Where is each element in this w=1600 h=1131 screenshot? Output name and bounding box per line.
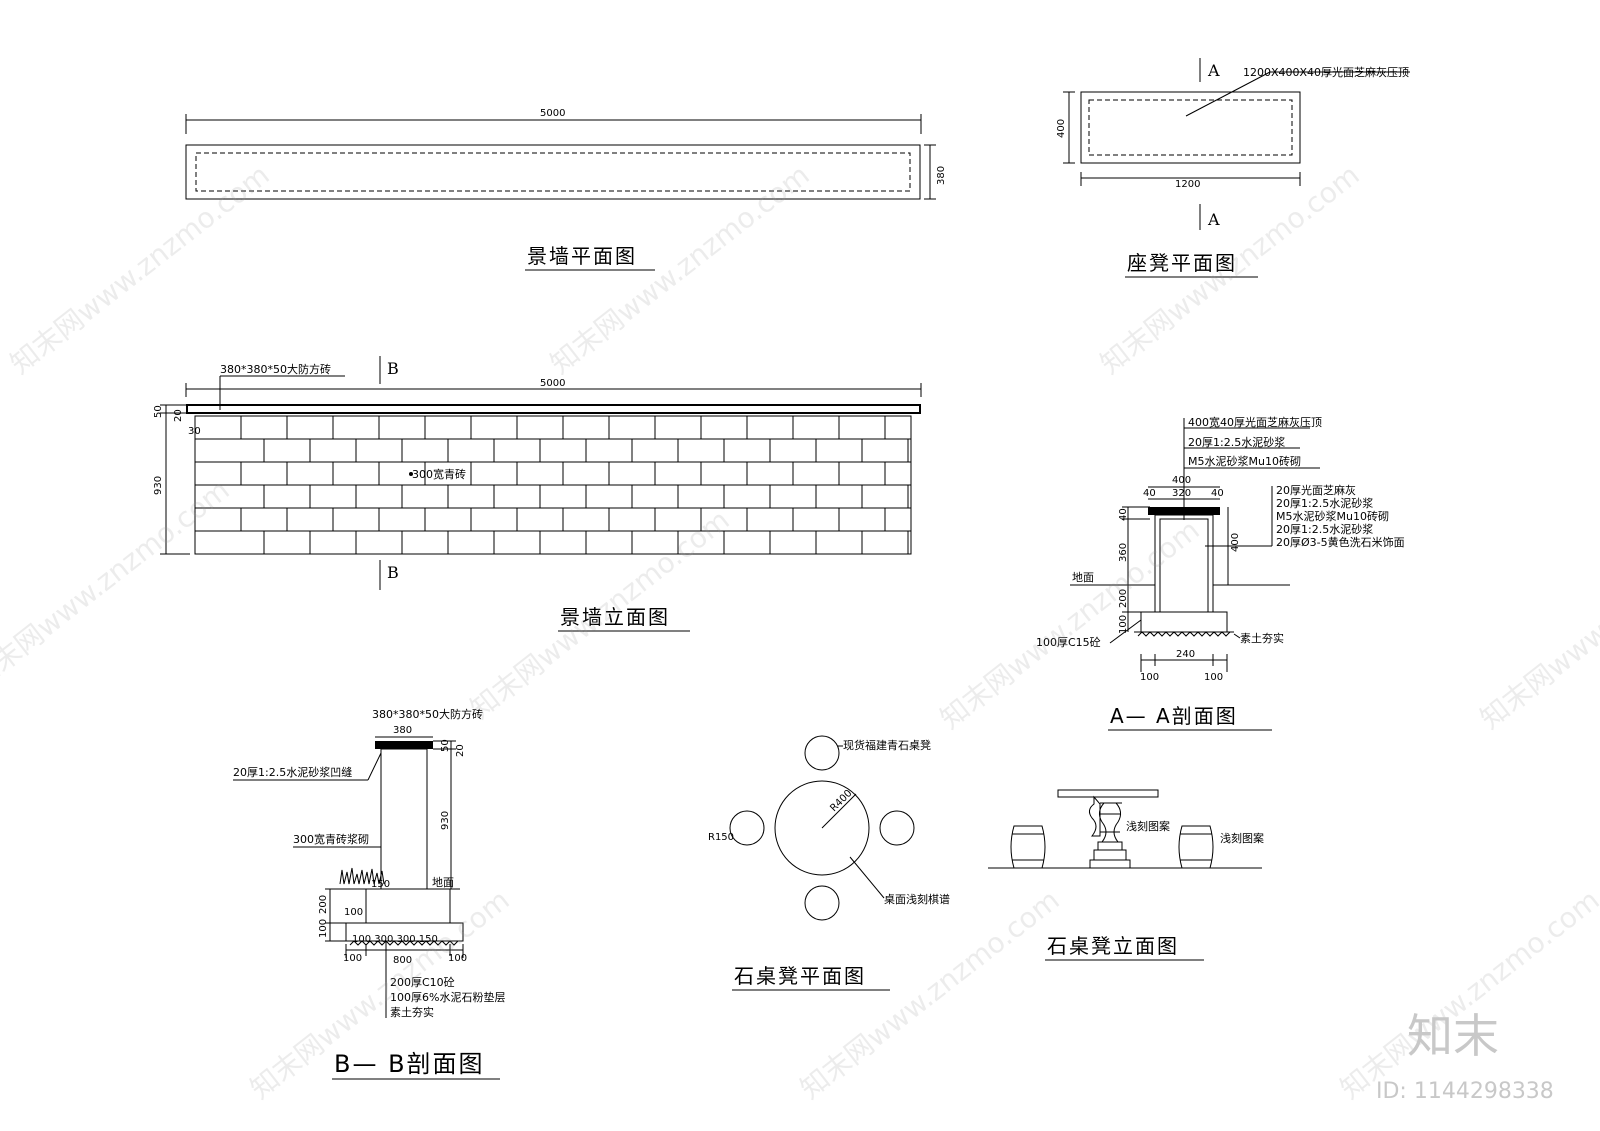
table-plan-dim-r150: R150 xyxy=(708,832,734,843)
seat-plan-title: 座凳平面图 xyxy=(1127,251,1237,275)
watermark-4: 知末网www.znzmo.com xyxy=(0,473,236,695)
bb-dim-200: 200 xyxy=(318,895,329,914)
bb-dim-100r: 100 xyxy=(448,953,467,964)
brick-courses xyxy=(195,416,911,554)
bb-note-bottom-1: 200厚C10砼 xyxy=(390,976,455,989)
aa-note-right-1: 20厚光面芝麻灰 xyxy=(1276,483,1356,497)
seat-plan-dim-length: 1200 xyxy=(1175,179,1200,190)
wall-plan-title: 景墙平面图 xyxy=(527,244,637,268)
table-plan-view: R400 R150 现货福建青石桌凳 桌面浅刻棋谱 石桌凳平面图 xyxy=(708,735,950,991)
bb-dim-380: 380 xyxy=(393,725,412,736)
aa-dim-40b: 40 xyxy=(1211,488,1224,499)
bb-note-brick: 300宽青砖浆砌 xyxy=(293,832,369,846)
aa-dim-400: 400 xyxy=(1172,475,1191,486)
section-aa-view: 400宽40厚光面芝麻灰压顶 20厚1:2.5水泥砂浆 M5水泥砂浆Mu10砖砌… xyxy=(1036,415,1405,731)
table-plan-note-stool: 现货福建青石桌凳 xyxy=(843,738,931,752)
aa-note-right-3: M5水泥砂浆Mu10砖砌 xyxy=(1276,509,1389,523)
table-elevation-view: 浅刻图案 浅刻图案 石桌凳立面图 xyxy=(988,789,1264,961)
seat-plan-view: A 1200X400X40厚光面芝麻灰压顶 400 1200 A 座凳平面图 xyxy=(1056,58,1410,278)
section-bb-title: B— B剖面图 xyxy=(334,1050,485,1078)
wall-plan-dim-width: 380 xyxy=(936,166,947,185)
wall-elev-dim-50: 50 xyxy=(153,405,164,418)
table-plan-note-top: 桌面浅刻棋谱 xyxy=(884,892,950,906)
table-elev-note-b: 浅刻图案 xyxy=(1220,831,1264,845)
aa-dim-40v: 40 xyxy=(1118,508,1129,521)
watermark-2: 知末网www.znzmo.com xyxy=(544,158,816,380)
wall-plan-dim-length: 5000 xyxy=(540,108,565,119)
section-bb-view: 380*380*50大防方砖 380 50 20 930 20厚1:2.5水泥砂… xyxy=(233,707,505,1080)
bb-dim-100v: 100 xyxy=(318,919,329,938)
table-plan-dim-r400: R400 xyxy=(828,788,854,814)
bb-dim-20: 20 xyxy=(455,744,466,757)
wall-elev-note-cap: 380*380*50大防方砖 xyxy=(220,362,331,376)
bb-dim-bottom: 100 300 300 150 xyxy=(352,934,438,945)
aa-note-right-2: 20厚1:2.5水泥砂浆 xyxy=(1276,496,1373,510)
bb-dim-800: 800 xyxy=(393,955,412,966)
wall-elev-dim-20: 20 xyxy=(173,409,184,422)
brand-logo-text: 知末 xyxy=(1407,1009,1499,1063)
bb-dim-50: 50 xyxy=(440,739,451,752)
section-aa-notes-top: 400宽40厚光面芝麻灰压顶 20厚1:2.5水泥砂浆 M5水泥砂浆Mu10砖砌 xyxy=(1188,415,1322,468)
wall-elev-dim-930: 930 xyxy=(153,476,164,495)
watermark-5: 知末网www.znzmo.com xyxy=(464,503,736,725)
section-aa-notes-right: 20厚光面芝麻灰 20厚1:2.5水泥砂浆 M5水泥砂浆Mu10砖砌 20厚1:… xyxy=(1276,483,1405,549)
bb-dim-100l: 100 xyxy=(343,953,362,964)
section-aa-title: A— A剖面图 xyxy=(1110,704,1238,728)
wall-elev-dim-length: 5000 xyxy=(540,378,565,389)
bb-note-bottom-2: 100厚6%水泥石粉垫层 xyxy=(390,990,505,1004)
watermark-10: 知末网www.znzmo.com xyxy=(1334,883,1600,1105)
aa-dim-400r: 400 xyxy=(1230,533,1241,552)
aa-ground-label: 地面 xyxy=(1072,571,1094,584)
aa-note-right-4: 20厚1:2.5水泥砂浆 xyxy=(1276,522,1373,536)
watermark-6: 知末网www.znzmo.com xyxy=(934,513,1206,735)
asset-id-label: ID: 1144298338 xyxy=(1376,1079,1554,1104)
table-elev-note-a: 浅刻图案 xyxy=(1126,819,1170,833)
aa-soil-label: 素土夯实 xyxy=(1240,631,1284,645)
bb-dim-930: 930 xyxy=(440,811,451,830)
aa-note-top-3: M5水泥砂浆Mu10砖砌 xyxy=(1188,454,1301,468)
seat-plan-mark-top: A xyxy=(1207,61,1220,80)
section-bb-notes-bottom: 200厚C10砼 100厚6%水泥石粉垫层 素土夯实 xyxy=(390,976,505,1019)
aa-note-right-5: 20厚Ø3-5黄色洗石米饰面 xyxy=(1276,535,1405,549)
bb-dim-100h: 100 xyxy=(344,907,363,918)
watermark-1: 知末网www.znzmo.com xyxy=(4,158,276,380)
aa-dim-320: 320 xyxy=(1172,488,1191,499)
wall-elevation-view: 380*380*50大防方砖 B 5000 300宽青砖 50 20 30 93… xyxy=(153,356,922,632)
table-plan-title: 石桌凳平面图 xyxy=(734,964,866,988)
watermark-9: 知末网www.znzmo.com xyxy=(794,883,1066,1105)
aa-footing-label: 100厚C15砼 xyxy=(1036,636,1101,649)
bb-note-cap: 380*380*50大防方砖 xyxy=(372,707,483,721)
wall-elev-note-brick: 300宽青砖 xyxy=(412,467,466,481)
wall-plan-view: 5000 380 景墙平面图 xyxy=(185,108,947,271)
aa-dim-100a: 100 xyxy=(1140,672,1159,683)
watermark-7: 知末网www.znzmo.com xyxy=(1474,513,1600,735)
table-elev-title: 石桌凳立面图 xyxy=(1047,934,1179,958)
aa-dim-240: 240 xyxy=(1176,649,1195,660)
aa-dim-200: 200 xyxy=(1118,589,1129,608)
bb-dim-150: 150 xyxy=(371,879,390,890)
wall-elev-dim-30: 30 xyxy=(188,426,201,437)
wall-elev-mark-bottom: B xyxy=(387,563,399,582)
aa-note-top-1: 400宽40厚光面芝麻灰压顶 xyxy=(1188,415,1322,429)
seat-plan-mark-bottom: A xyxy=(1207,210,1220,229)
aa-dim-360: 360 xyxy=(1118,543,1129,562)
aa-note-top-2: 20厚1:2.5水泥砂浆 xyxy=(1188,435,1285,449)
aa-dim-100b: 100 xyxy=(1204,672,1223,683)
wall-elev-title: 景墙立面图 xyxy=(560,605,670,629)
seat-plan-dim-width: 400 xyxy=(1056,119,1067,138)
wall-elev-mark-top: B xyxy=(387,359,399,378)
bb-note-bottom-3: 素土夯实 xyxy=(390,1005,434,1019)
bb-ground-label: 地面 xyxy=(432,876,454,889)
aa-dim-100: 100 xyxy=(1118,615,1129,634)
aa-dim-40a: 40 xyxy=(1143,488,1156,499)
bb-note-mortar: 20厚1:2.5水泥砂浆凹缝 xyxy=(233,765,352,779)
